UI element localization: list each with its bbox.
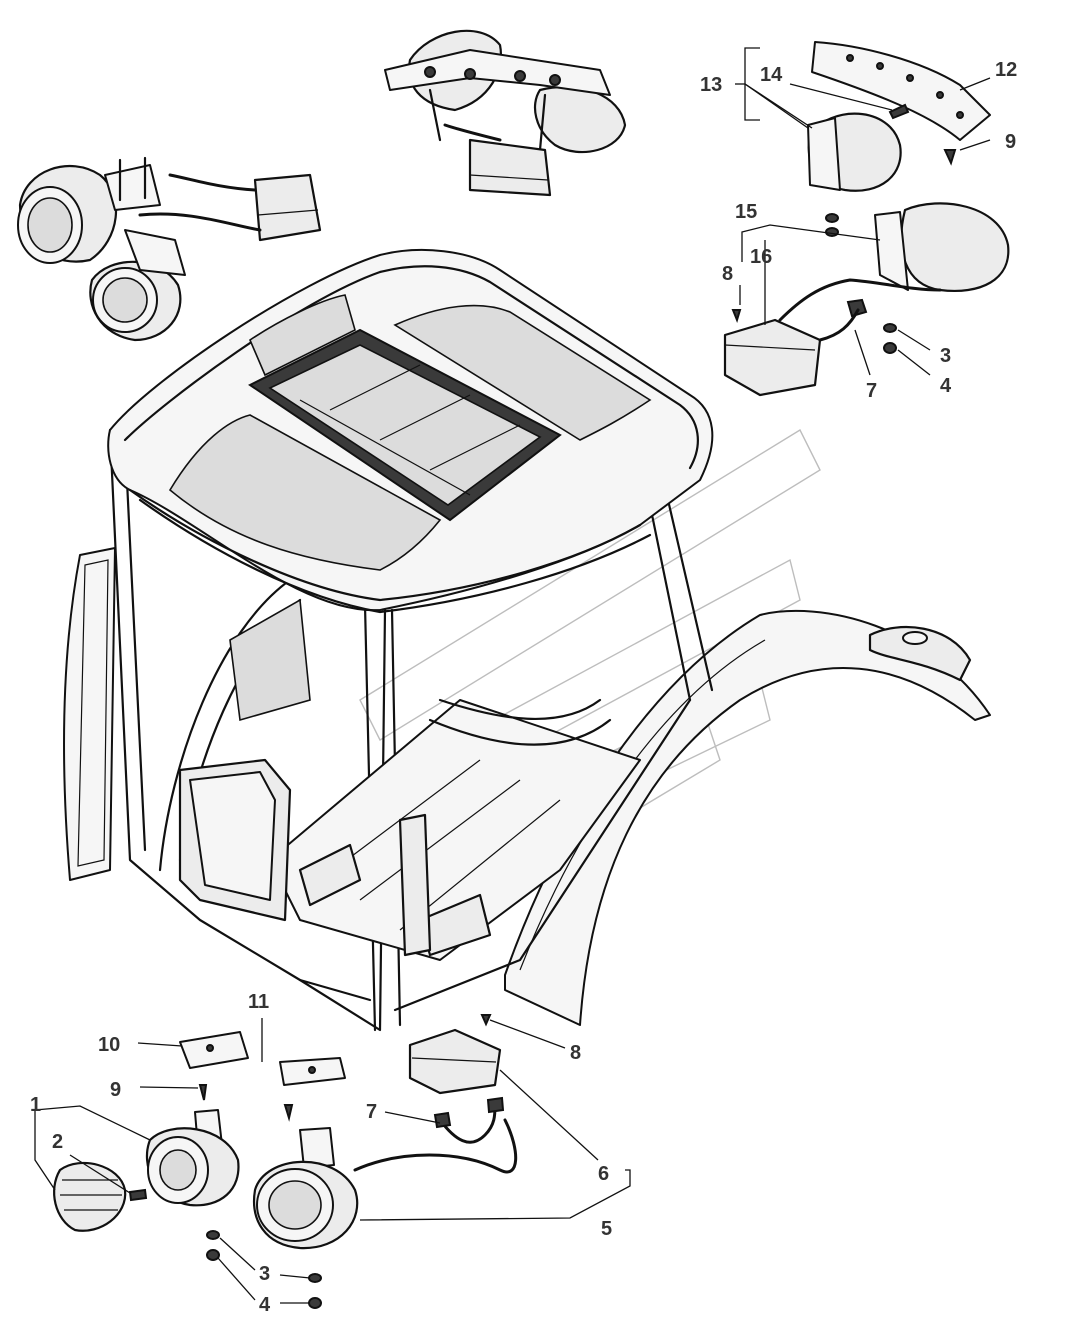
callout-8-upper: 8 <box>722 263 733 285</box>
front-right-lamp-group <box>723 41 1010 397</box>
leader-lines <box>34 47 991 1304</box>
part-4-nut-lower-a <box>206 1249 220 1261</box>
callout-13: 13 <box>700 74 722 96</box>
part-6-control-box <box>408 1028 502 1095</box>
part-9-bolt-upper <box>943 149 957 166</box>
rear-control-module <box>468 138 552 197</box>
callout-4-lower: 4 <box>259 1294 271 1316</box>
left-control-module <box>253 173 322 242</box>
callout-16: 16 <box>750 246 772 268</box>
fender-lamp-mount <box>868 625 972 682</box>
fender <box>504 609 991 1026</box>
part-4-nut-lower-b <box>308 1297 322 1309</box>
cab-assembly <box>63 249 991 1032</box>
part-2-lens <box>53 1161 127 1232</box>
callout-1: 1 <box>30 1094 41 1116</box>
callout-6: 6 <box>598 1163 609 1185</box>
callout-5: 5 <box>601 1218 612 1240</box>
callout-4-upper: 4 <box>940 375 952 397</box>
part-3-washer-lower-b <box>308 1273 322 1283</box>
part-12-mounting-plate <box>811 41 991 141</box>
part-16-control-box <box>723 318 822 397</box>
rear-lamp-right <box>533 85 627 154</box>
part-15-lamp <box>900 202 1010 292</box>
part-3-washer-lower-a <box>206 1230 220 1240</box>
callout-14: 14 <box>760 64 783 86</box>
part-2-screw <box>128 1188 148 1202</box>
rear-lamp-assembly <box>384 29 627 197</box>
part-8-screw-upper <box>731 309 742 324</box>
left-side-panel <box>63 547 116 881</box>
callout-9-upper: 9 <box>1005 131 1016 153</box>
part-4-nut-upper <box>883 342 897 354</box>
callout-2: 2 <box>52 1131 63 1153</box>
callout-3-upper: 3 <box>940 345 951 367</box>
left-lamp-assembly <box>17 156 322 342</box>
callout-7-upper: 7 <box>866 380 877 402</box>
part-14-screw <box>888 103 910 120</box>
callout-8-lower: 8 <box>570 1042 581 1064</box>
part-3-washer-upper <box>883 323 897 333</box>
nut-top <box>825 213 839 223</box>
callout-11: 11 <box>248 991 269 1013</box>
part-9-bolt-lower <box>198 1084 208 1101</box>
callout-7-lower: 7 <box>366 1101 377 1123</box>
callout-3-lower: 3 <box>259 1263 270 1285</box>
callout-labels: 12 13 14 9 15 16 8 3 4 7 11 10 8 9 1 7 2… <box>30 59 1017 1316</box>
callout-12: 12 <box>995 59 1017 81</box>
part-10-plate <box>179 1031 249 1069</box>
part-8-screw-lower <box>480 1014 492 1027</box>
callout-15: 15 <box>735 201 757 223</box>
bottom-lamp-group <box>53 1014 518 1309</box>
callout-9-lower: 9 <box>110 1079 121 1101</box>
bolt-lower-2 <box>283 1104 294 1122</box>
callout-10: 10 <box>98 1034 120 1056</box>
